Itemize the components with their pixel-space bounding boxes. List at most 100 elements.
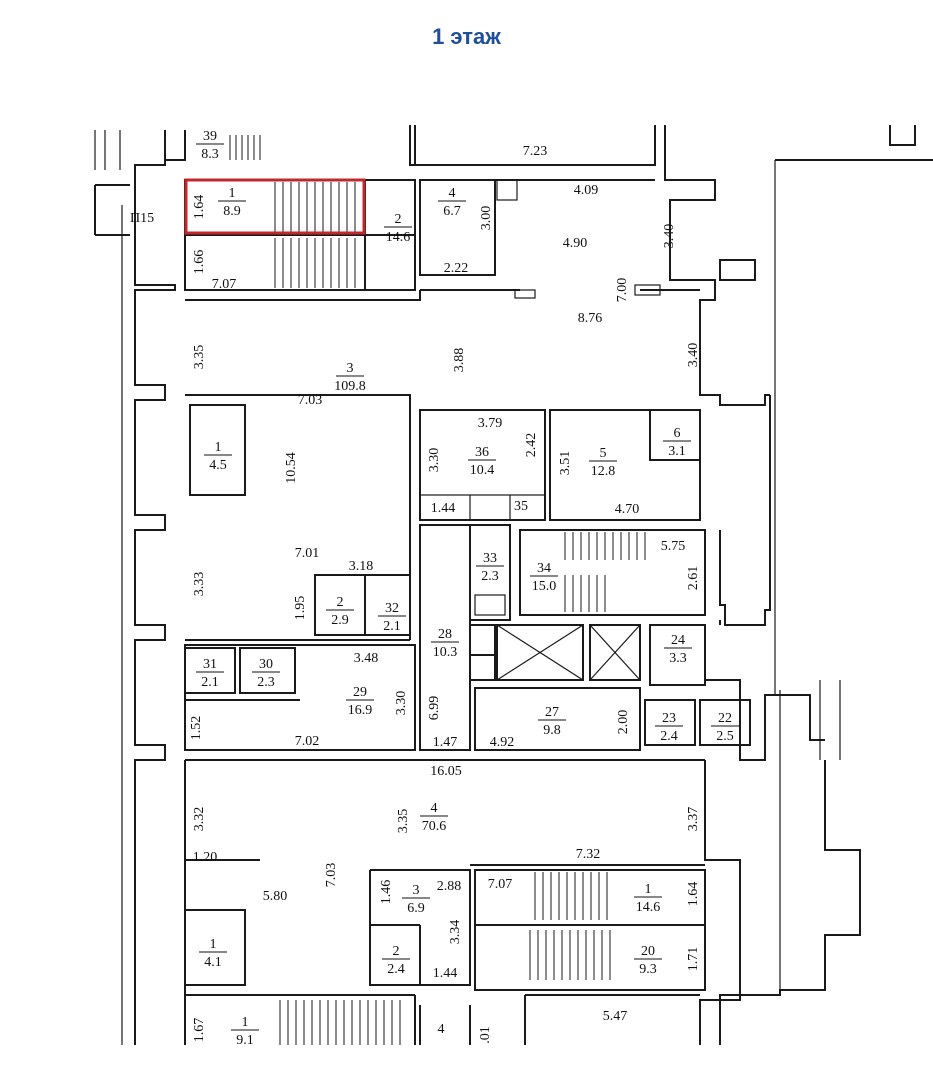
dimension-label: 3.18 [349, 559, 374, 574]
room-number: 2 [395, 212, 402, 227]
dimension-label: 4.92 [490, 735, 515, 750]
dimension-label: 1.44 [431, 501, 456, 516]
room-area: 2.4 [660, 729, 678, 744]
room-number: 3 [413, 883, 420, 898]
room-label: 14.1 [199, 937, 227, 970]
dimension-label: 5.75 [661, 539, 686, 554]
room-number: 30 [259, 657, 273, 672]
dimension-label: 7.00 [615, 278, 630, 303]
room-number: 6 [674, 426, 681, 441]
room-number: 1 [215, 440, 222, 455]
room-area: 3.1 [668, 444, 686, 459]
room-number: 28 [438, 627, 452, 642]
dimension-label: 2.42 [524, 433, 539, 458]
room-label: 36.9 [402, 883, 430, 916]
room-number: 32 [385, 601, 399, 616]
room-area: 9.1 [236, 1033, 254, 1048]
room-area: 6.7 [443, 204, 461, 219]
dimension-label: 1.46 [379, 880, 394, 905]
room-number: 23 [662, 711, 676, 726]
room-area: 10.3 [433, 645, 458, 660]
highlight-label: П15 [130, 211, 154, 226]
dimension-label: 7.07 [488, 877, 513, 892]
dimension-label: 4.90 [563, 236, 588, 251]
room-area: 9.8 [543, 723, 561, 738]
dimension-label: 1.64 [686, 882, 701, 907]
room-area: 10.4 [470, 463, 495, 478]
dimension-label: 1.66 [192, 250, 207, 275]
room-area: 3.3 [669, 651, 687, 666]
room-label: 312.1 [196, 657, 224, 690]
room-number: 20 [641, 944, 655, 959]
room-label: 322.1 [378, 601, 406, 634]
dimension-label: 7.03 [324, 863, 339, 888]
room-number: 1 [645, 882, 652, 897]
room-number: 36 [475, 445, 489, 460]
room-area: 109.8 [334, 379, 366, 394]
room-area: 6.9 [407, 901, 425, 916]
dimension-label: 3.35 [192, 345, 207, 370]
room-number: 4 [438, 1022, 445, 1037]
room-number: 1 [229, 186, 236, 201]
dimension-label: 2.00 [616, 710, 631, 735]
room-number: 1 [210, 937, 217, 952]
room-area: 2.4 [387, 962, 405, 977]
dimension-label: 1.67 [192, 1018, 207, 1043]
room-label: 19.1 [231, 1015, 259, 1048]
room-number: 35 [514, 499, 528, 514]
dimension-label: 3.30 [427, 448, 442, 473]
dimension-label: 3.40 [686, 343, 701, 368]
room-label: 222.5 [711, 711, 739, 744]
dimension-label: 3.48 [354, 651, 379, 666]
floor-title: 1 этаж [432, 24, 501, 49]
room-area: 8.9 [223, 204, 241, 219]
room-number: 4 [449, 186, 456, 201]
room-label: 22.9 [326, 595, 354, 628]
dimension-label: 4.09 [574, 183, 599, 198]
room-number: 3 [347, 361, 354, 376]
room-area: 8.3 [201, 147, 219, 162]
room-area: 2.3 [481, 569, 499, 584]
dimension-label: 3.79 [478, 416, 503, 431]
room-label: 63.1 [663, 426, 691, 459]
dimension-label: 3.35 [396, 809, 411, 834]
dimension-label: 1.64 [192, 195, 207, 220]
room-number: 31 [203, 657, 217, 672]
room-area: 4.1 [204, 955, 222, 970]
room-label: 512.8 [589, 446, 617, 479]
dimension-label: 7.23 [523, 144, 548, 159]
dimension-label: 3.37 [686, 807, 701, 832]
dimension-label: 2.88 [437, 879, 462, 894]
room-label: 232.4 [655, 711, 683, 744]
dimension-label: 1.71 [686, 947, 701, 972]
dimension-label: 4.70 [615, 502, 640, 517]
room-label: 3 109.8 [334, 361, 366, 394]
highlighted-unit [184, 178, 366, 235]
room-area: 12.8 [591, 464, 616, 479]
room-label: 18.9 [218, 186, 246, 219]
room-label: 214.6 [384, 212, 412, 245]
room-area: 14.6 [386, 230, 411, 245]
stairs [229, 135, 646, 1045]
dimension-label: 3.40 [662, 224, 677, 249]
room-area: 2.9 [331, 613, 349, 628]
dimension-label: 3.00 [479, 206, 494, 231]
dimension-label: 1.52 [189, 716, 204, 741]
room-label: 332.3 [476, 551, 504, 584]
room-number: 34 [537, 561, 551, 576]
room-label: 46.7 [438, 186, 466, 219]
room-label: 36 10.4 [468, 445, 496, 478]
dimension-label: 10.54 [284, 452, 299, 484]
dimension-label: 7.03 [298, 393, 323, 408]
room-area: 4.5 [209, 458, 227, 473]
dimension-label: 7.02 [295, 734, 320, 749]
room-labels: 398.318.9214.646.73109.814.53610.4512.86… [196, 129, 739, 1048]
room-area: 14.6 [636, 900, 661, 915]
dimension-label: 3.33 [192, 572, 207, 597]
dimension-label: 1.20 [193, 850, 218, 865]
room-label: 302.3 [252, 657, 280, 690]
dimension-label: 3.32 [192, 807, 207, 832]
